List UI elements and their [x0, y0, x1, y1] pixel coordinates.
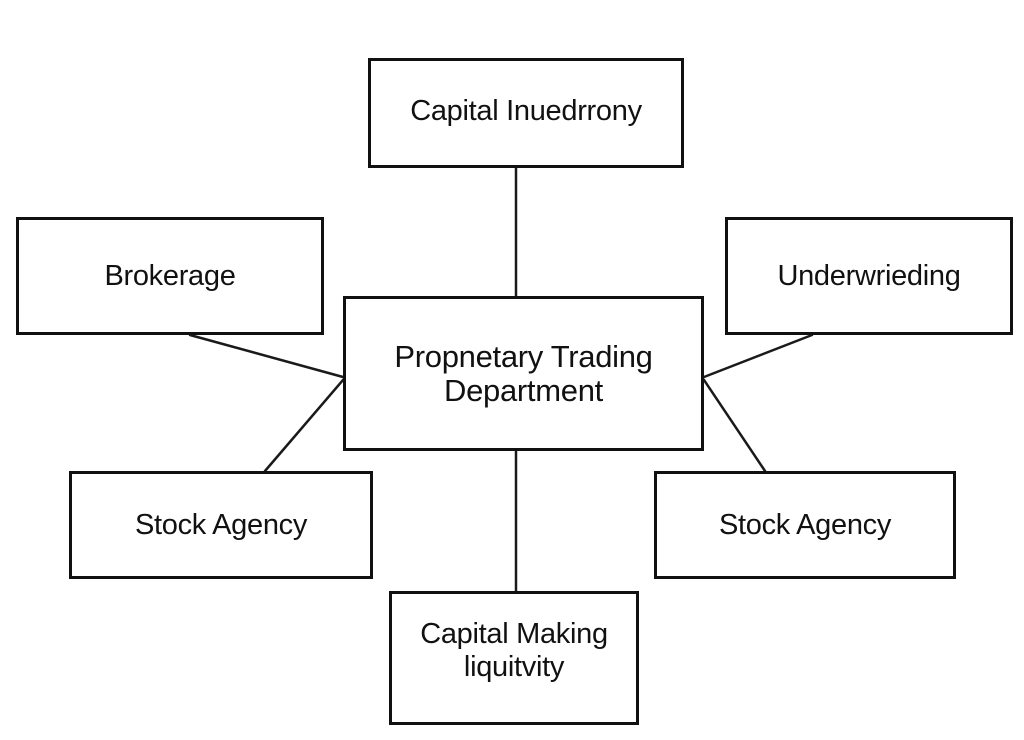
connector-brokerage-to-center — [188, 333, 345, 379]
node-label: Brokerage — [104, 259, 236, 292]
connector-underwriting-to-center — [702, 333, 814, 379]
connector-right-stock-agency-to-center — [702, 378, 767, 473]
node-label: Stock Agency — [134, 508, 308, 541]
node-stock-agency-right[interactable]: Stock Agency — [654, 471, 956, 579]
node-stock-agency-left[interactable]: Stock Agency — [69, 471, 373, 579]
node-label: Stock Agency — [718, 508, 892, 541]
node-capital-making-liquidity[interactable]: Capital Making liquitvity — [389, 591, 639, 725]
node-label: Underwrieding — [777, 259, 961, 292]
node-label: Capital Inuedrrony — [410, 94, 642, 127]
node-underwriting[interactable]: Underwrieding — [725, 217, 1013, 335]
node-brokerage[interactable]: Brokerage — [16, 217, 324, 335]
node-label: Capital Making liquitvity — [420, 618, 608, 683]
node-label: Propnetary Trading Department — [394, 338, 653, 408]
connector-left-stock-agency-to-center — [263, 378, 345, 473]
node-capital-top[interactable]: Capital Inuedrrony — [368, 58, 684, 168]
node-proprietary-trading-department[interactable]: Propnetary Trading Department — [343, 296, 704, 451]
